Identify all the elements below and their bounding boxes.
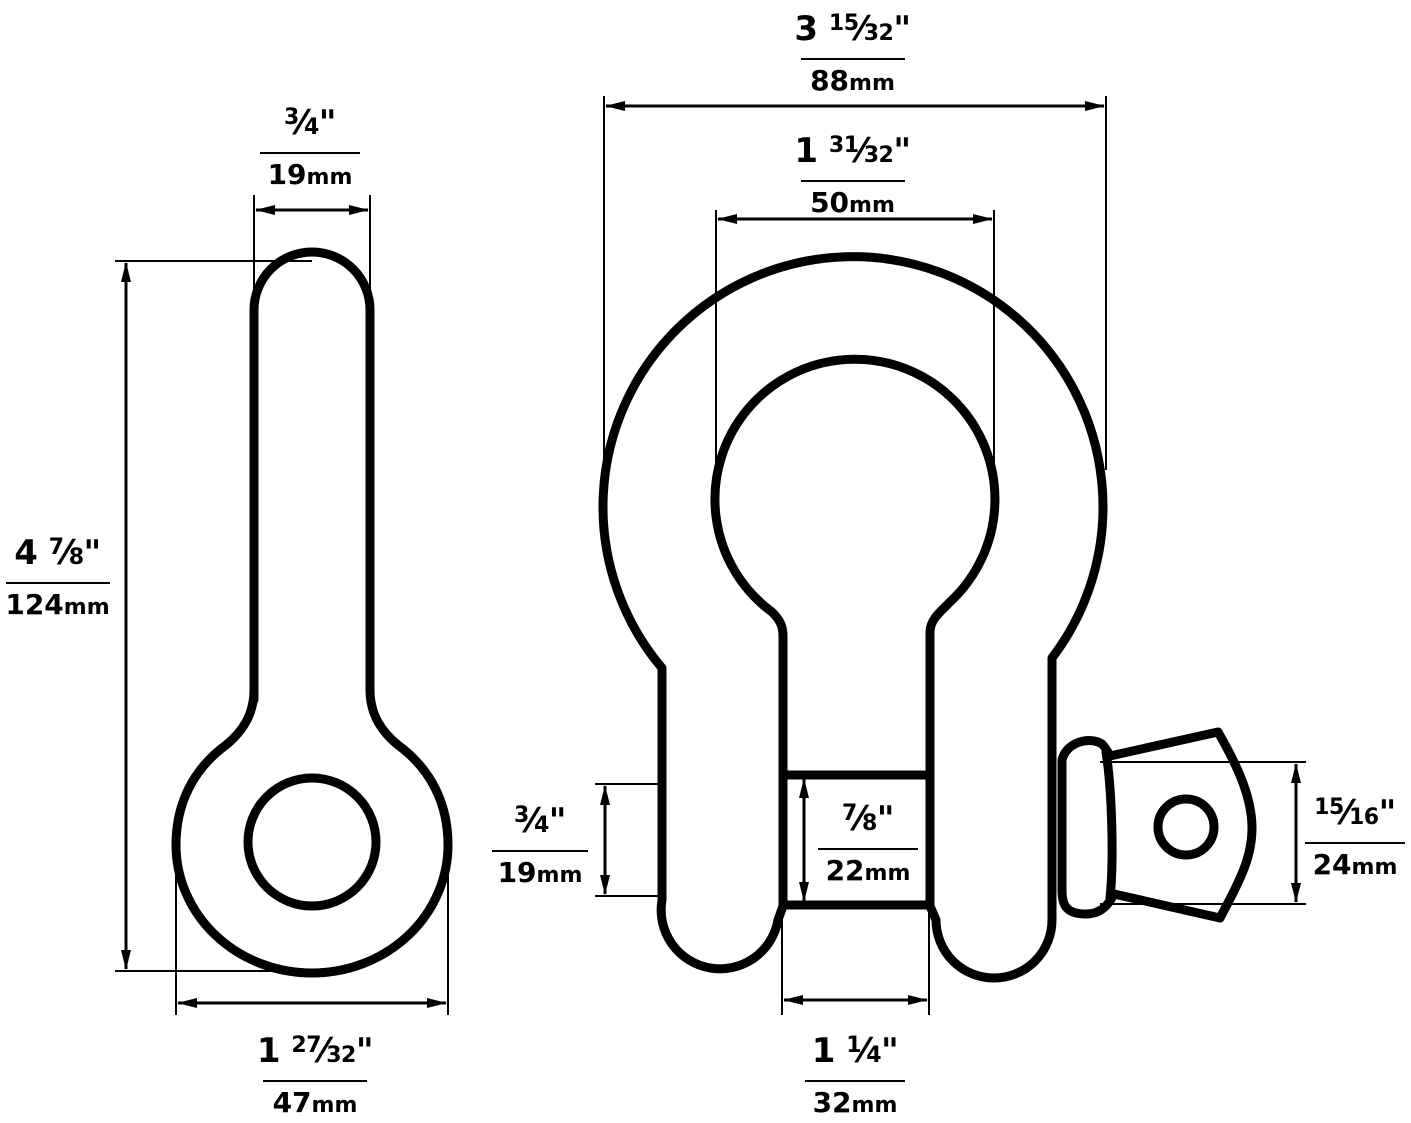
label-body-diameter: 3⁄4" 19mm [486, 796, 594, 893]
bow-shackle-front-view [598, 252, 1257, 983]
dim-overall-height [115, 260, 312, 972]
label-jaw-width: 1 1⁄4" 32mm [790, 1026, 920, 1123]
label-pin-diameter: 7⁄8" 22mm [812, 794, 924, 891]
pin-head-hole [1153, 794, 1219, 860]
dim-overall-width [603, 96, 1107, 470]
label-pin-head: 15⁄16" 24mm [1302, 788, 1408, 885]
dim-inside-width [715, 210, 995, 470]
label-eye-outer-width: 1 27⁄32" 47mm [256, 1031, 374, 1119]
pin-side-view [171, 247, 453, 978]
pin-head [1057, 727, 1257, 923]
dim-eye-outer-width [175, 870, 449, 1015]
dim-jaw-width [781, 910, 930, 1015]
label-overall-height: 4 7⁄8" 124mm [5, 533, 110, 621]
dim-pin-head [1100, 761, 1306, 905]
label-inside-width: 1 31⁄32" 50mm [794, 131, 911, 219]
label-eye-width: 3⁄4" 19mm [250, 98, 370, 195]
dim-eye-width [253, 195, 371, 300]
dim-body-diameter [595, 783, 666, 897]
eye-hole [243, 773, 381, 911]
label-overall-width: 3 15⁄32" 88mm [794, 9, 911, 97]
